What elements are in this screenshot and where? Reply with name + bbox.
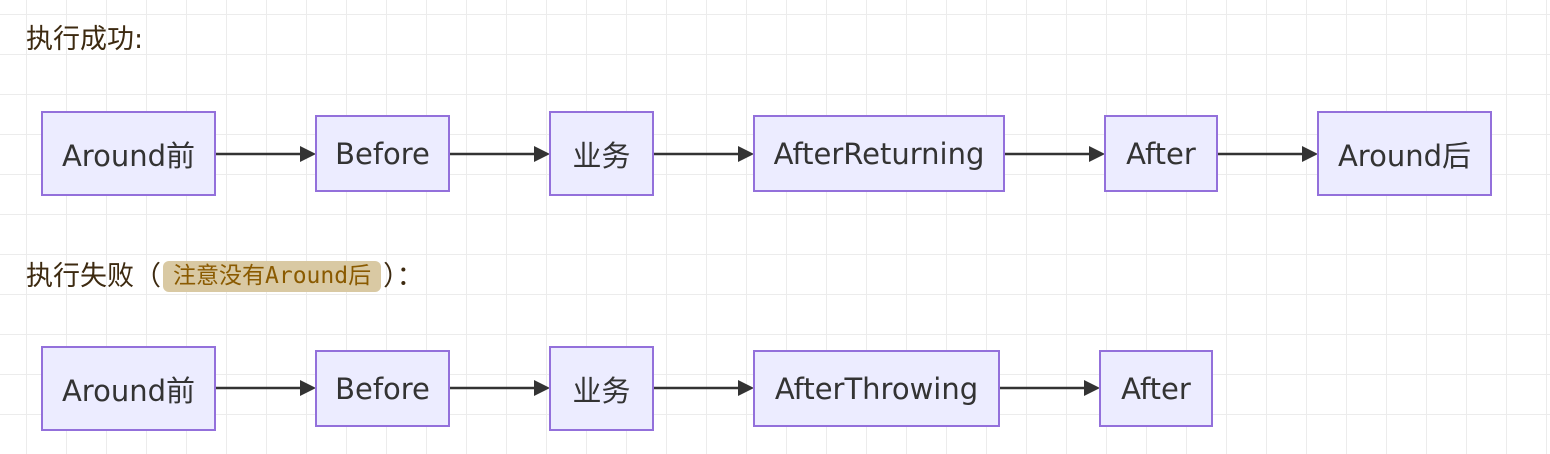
arrowhead [300,380,316,396]
node-around-before: Around前 [41,111,216,196]
arrowhead [738,380,754,396]
node-before: Before [315,115,450,192]
arrowhead [738,146,754,162]
arrowhead [1302,146,1318,162]
node-around-after: Around后 [1317,111,1492,196]
node-business: 业务 [549,346,654,431]
node-after: After [1104,115,1218,192]
arrowhead [300,146,316,162]
failure-heading: 执行失败（注意没有Around后）： [26,261,424,292]
failure-heading-prefix: 执行失败（ [26,261,161,292]
node-afterreturning: AfterReturning [753,115,1005,192]
arrowhead [534,380,550,396]
arrowhead [1084,380,1100,396]
node-after: After [1099,350,1213,427]
node-before: Before [315,350,450,427]
node-business: 业务 [549,111,654,196]
arrowhead [534,146,550,162]
arrowhead [1089,146,1105,162]
node-afterthrowing: AfterThrowing [753,350,1000,427]
failure-heading-code: 注意没有Around后 [163,261,382,292]
success-heading: 执行成功: [26,24,144,55]
node-around-before: Around前 [41,346,216,431]
failure-heading-suffix: ）： [383,261,424,292]
